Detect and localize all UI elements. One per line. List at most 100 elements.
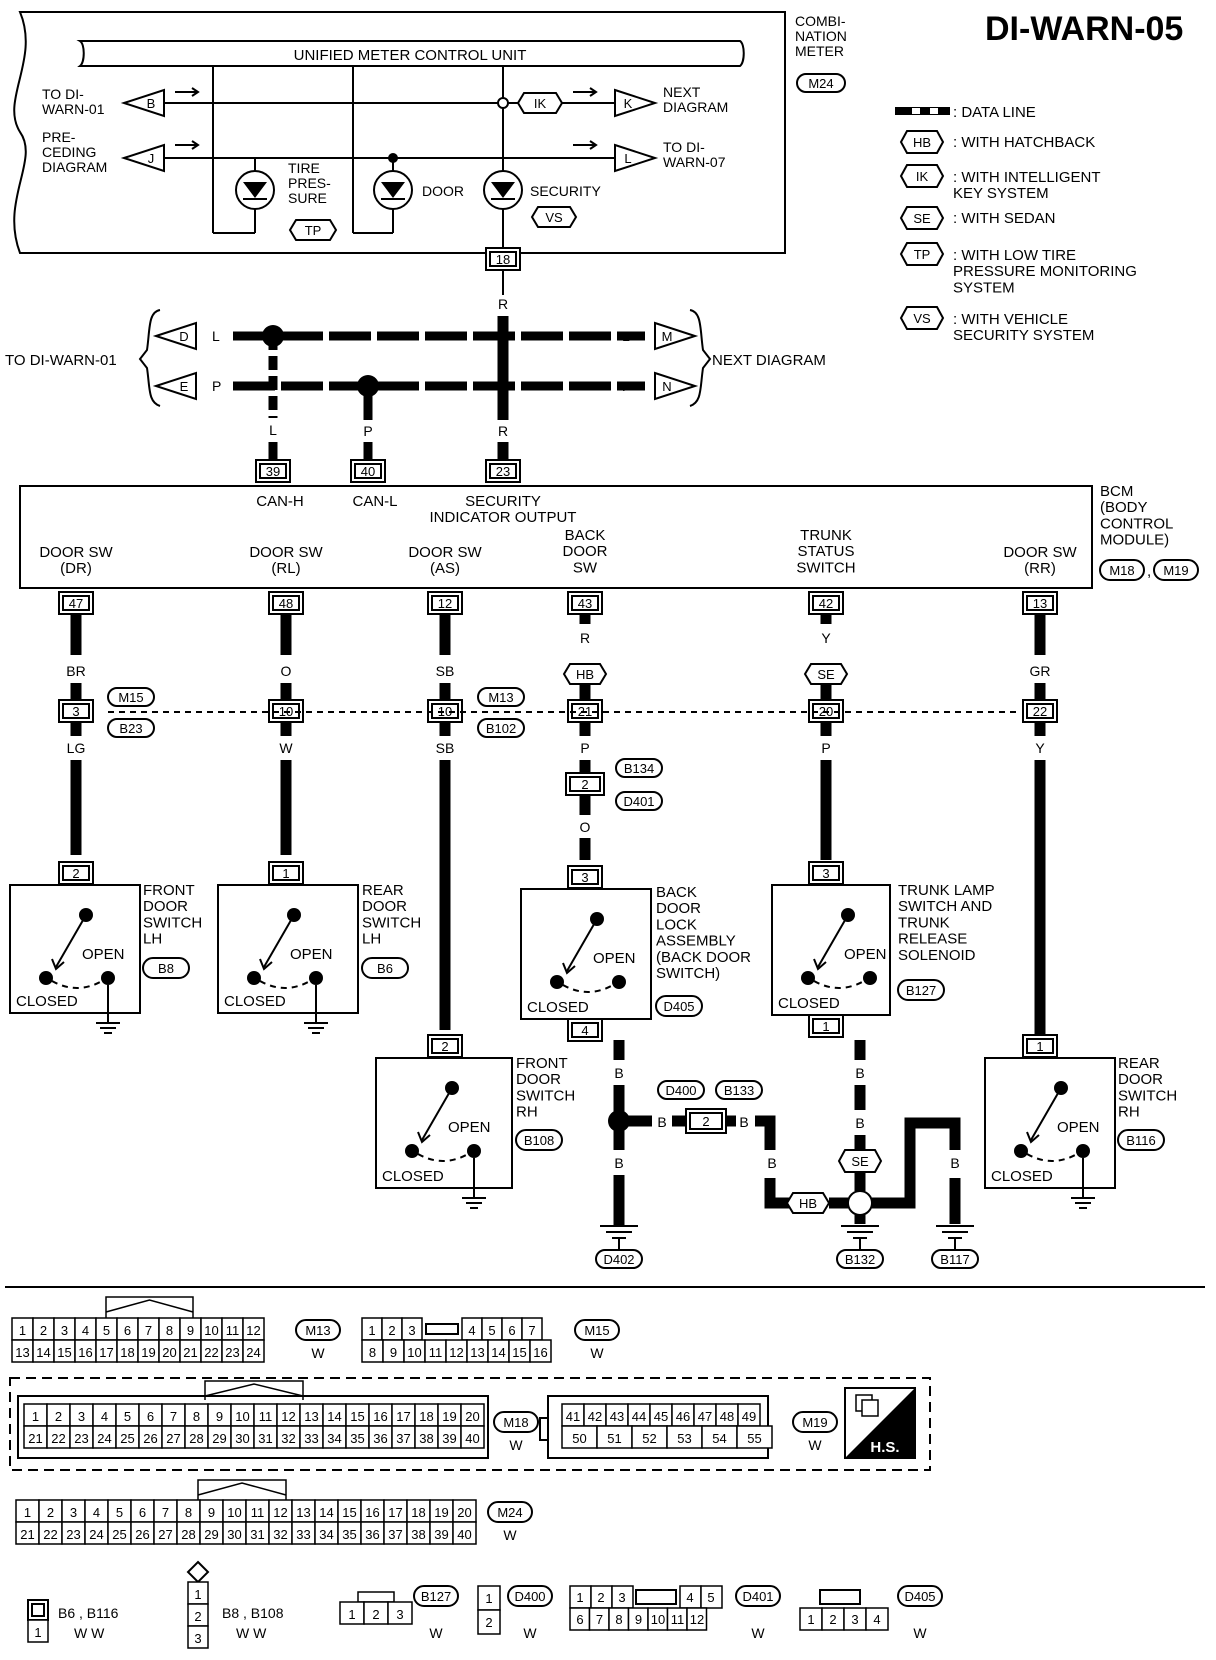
switch-connector-tag: B116 — [1117, 1129, 1165, 1151]
svg-text:27: 27 — [166, 1431, 180, 1446]
svg-text:3: 3 — [78, 1409, 85, 1424]
option-tag-hb: HB — [562, 663, 608, 685]
svg-text:35: 35 — [342, 1527, 356, 1542]
switch-connector-tag: B6 — [361, 957, 409, 979]
svg-text:15: 15 — [342, 1505, 356, 1520]
wire-color: SB — [436, 663, 455, 679]
svg-text:12: 12 — [246, 1323, 260, 1338]
svg-text:27: 27 — [158, 1527, 172, 1542]
bcm-connector-tags: M18 , M19 — [1099, 559, 1199, 581]
svg-text:M18: M18 — [1109, 563, 1134, 578]
svg-text:2: 2 — [702, 1114, 709, 1129]
svg-text:26: 26 — [135, 1527, 149, 1542]
svg-text:18: 18 — [120, 1345, 134, 1360]
security-lamp-label: SECURITY — [530, 183, 601, 199]
joint-ref-m15: M15 — [107, 687, 155, 707]
svg-text:8: 8 — [369, 1345, 376, 1360]
switch-open-label: OPEN — [82, 946, 125, 963]
wire-color: LG — [67, 740, 86, 756]
bcm-pin-40: 40 — [350, 459, 386, 483]
svg-text:16: 16 — [533, 1345, 547, 1360]
svg-text:M13: M13 — [488, 690, 513, 705]
svg-text:B8: B8 — [158, 961, 174, 976]
svg-text:1: 1 — [348, 1607, 355, 1622]
svg-text:31: 31 — [250, 1527, 264, 1542]
svg-text:W: W — [509, 1437, 523, 1453]
svg-text:16: 16 — [365, 1505, 379, 1520]
svg-text:11: 11 — [259, 1409, 273, 1424]
switch-pin: 1 — [268, 861, 304, 885]
ref-j-flag: J — [120, 143, 165, 173]
switch-open-label: OPEN — [593, 950, 636, 967]
wire-color: SB — [436, 740, 455, 756]
svg-text:23: 23 — [496, 464, 510, 479]
svg-text:49: 49 — [742, 1409, 756, 1424]
svg-text:33: 33 — [304, 1431, 318, 1446]
svg-text:B116: B116 — [1126, 1133, 1155, 1148]
svg-text:D400: D400 — [665, 1083, 696, 1098]
ref-to-di-warn-07-label: TO DI-WARN-07 — [663, 139, 726, 170]
svg-text:M13: M13 — [305, 1323, 330, 1338]
svg-text:3: 3 — [61, 1323, 68, 1338]
svg-text:20: 20 — [457, 1505, 471, 1520]
svg-text:TP: TP — [305, 223, 322, 238]
svg-text:1: 1 — [368, 1323, 375, 1338]
svg-text:15: 15 — [350, 1409, 364, 1424]
svg-text:21: 21 — [28, 1431, 42, 1446]
switch-pin-2: 1 — [808, 1014, 844, 1038]
svg-text:36: 36 — [373, 1431, 387, 1446]
svg-text:5: 5 — [488, 1323, 495, 1338]
switch-pin: 3 — [808, 861, 844, 885]
back-door-joint-connector: 2 B134 D401 O — [565, 758, 663, 835]
svg-text:4: 4 — [468, 1323, 475, 1338]
svg-text:42: 42 — [819, 596, 833, 611]
svg-text:2: 2 — [829, 1612, 836, 1627]
svg-text:10: 10 — [651, 1612, 665, 1627]
svg-text:32: 32 — [281, 1431, 295, 1446]
svg-text:7: 7 — [145, 1323, 152, 1338]
bcm-pin-47: 47 — [58, 591, 94, 615]
svg-text:32: 32 — [273, 1527, 287, 1542]
svg-text:22: 22 — [204, 1345, 218, 1360]
can-m-flag: M — [654, 321, 699, 351]
svg-text:HB: HB — [913, 135, 931, 150]
wire-color: P — [821, 740, 830, 756]
bcm-pin-13: 13 — [1022, 591, 1058, 615]
svg-text:J: J — [148, 151, 155, 166]
svg-text:M24: M24 — [808, 76, 833, 91]
svg-text:9: 9 — [187, 1323, 194, 1338]
svg-text:SE: SE — [913, 211, 931, 226]
svg-text:B127: B127 — [421, 1589, 451, 1604]
svg-text:23: 23 — [74, 1431, 88, 1446]
svg-text:B: B — [614, 1155, 623, 1171]
svg-text:IK: IK — [534, 96, 547, 111]
security-wire-color-bottom: R — [498, 423, 508, 439]
tp-option-tag: TP — [288, 219, 338, 241]
svg-text:6: 6 — [508, 1323, 515, 1338]
svg-text:W: W — [590, 1345, 604, 1361]
switch-closed-label: CLOSED — [527, 999, 589, 1016]
svg-text:B: B — [739, 1114, 748, 1130]
svg-text:HB: HB — [576, 667, 594, 682]
bcm-pin-label-0: CAN-H — [256, 493, 304, 510]
svg-text:20: 20 — [162, 1345, 176, 1360]
joint-pin-0: 3 — [58, 699, 94, 723]
svg-text:3: 3 — [72, 704, 79, 719]
wire-color: R — [580, 630, 590, 646]
switch-open-label: OPEN — [290, 946, 333, 963]
svg-text:22: 22 — [43, 1527, 57, 1542]
meter-terminal-18: 18 — [485, 247, 521, 271]
svg-text:1: 1 — [194, 1587, 201, 1602]
svg-text:B132: B132 — [845, 1252, 875, 1267]
